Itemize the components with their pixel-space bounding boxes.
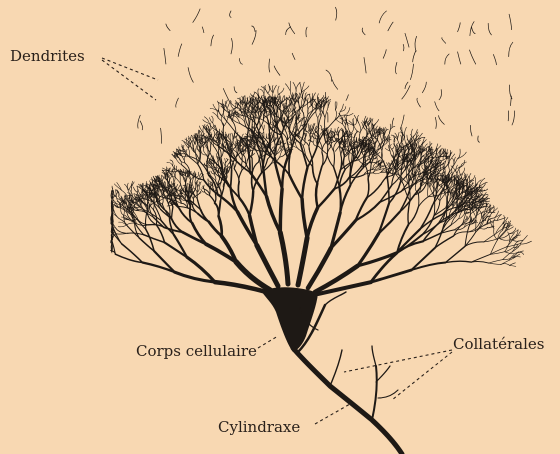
- cell-body-label: Corps cellulaire: [136, 342, 257, 360]
- collaterals-label: Collatérales: [453, 335, 544, 353]
- dendrite-branch: [289, 156, 290, 175]
- axon-label: Cylindraxe: [218, 418, 300, 436]
- dendrites-label: Dendrites: [10, 47, 85, 65]
- dendrite-branch: [112, 235, 113, 236]
- dendrite-branch: [269, 126, 270, 143]
- dendrite-branch: [280, 189, 282, 233]
